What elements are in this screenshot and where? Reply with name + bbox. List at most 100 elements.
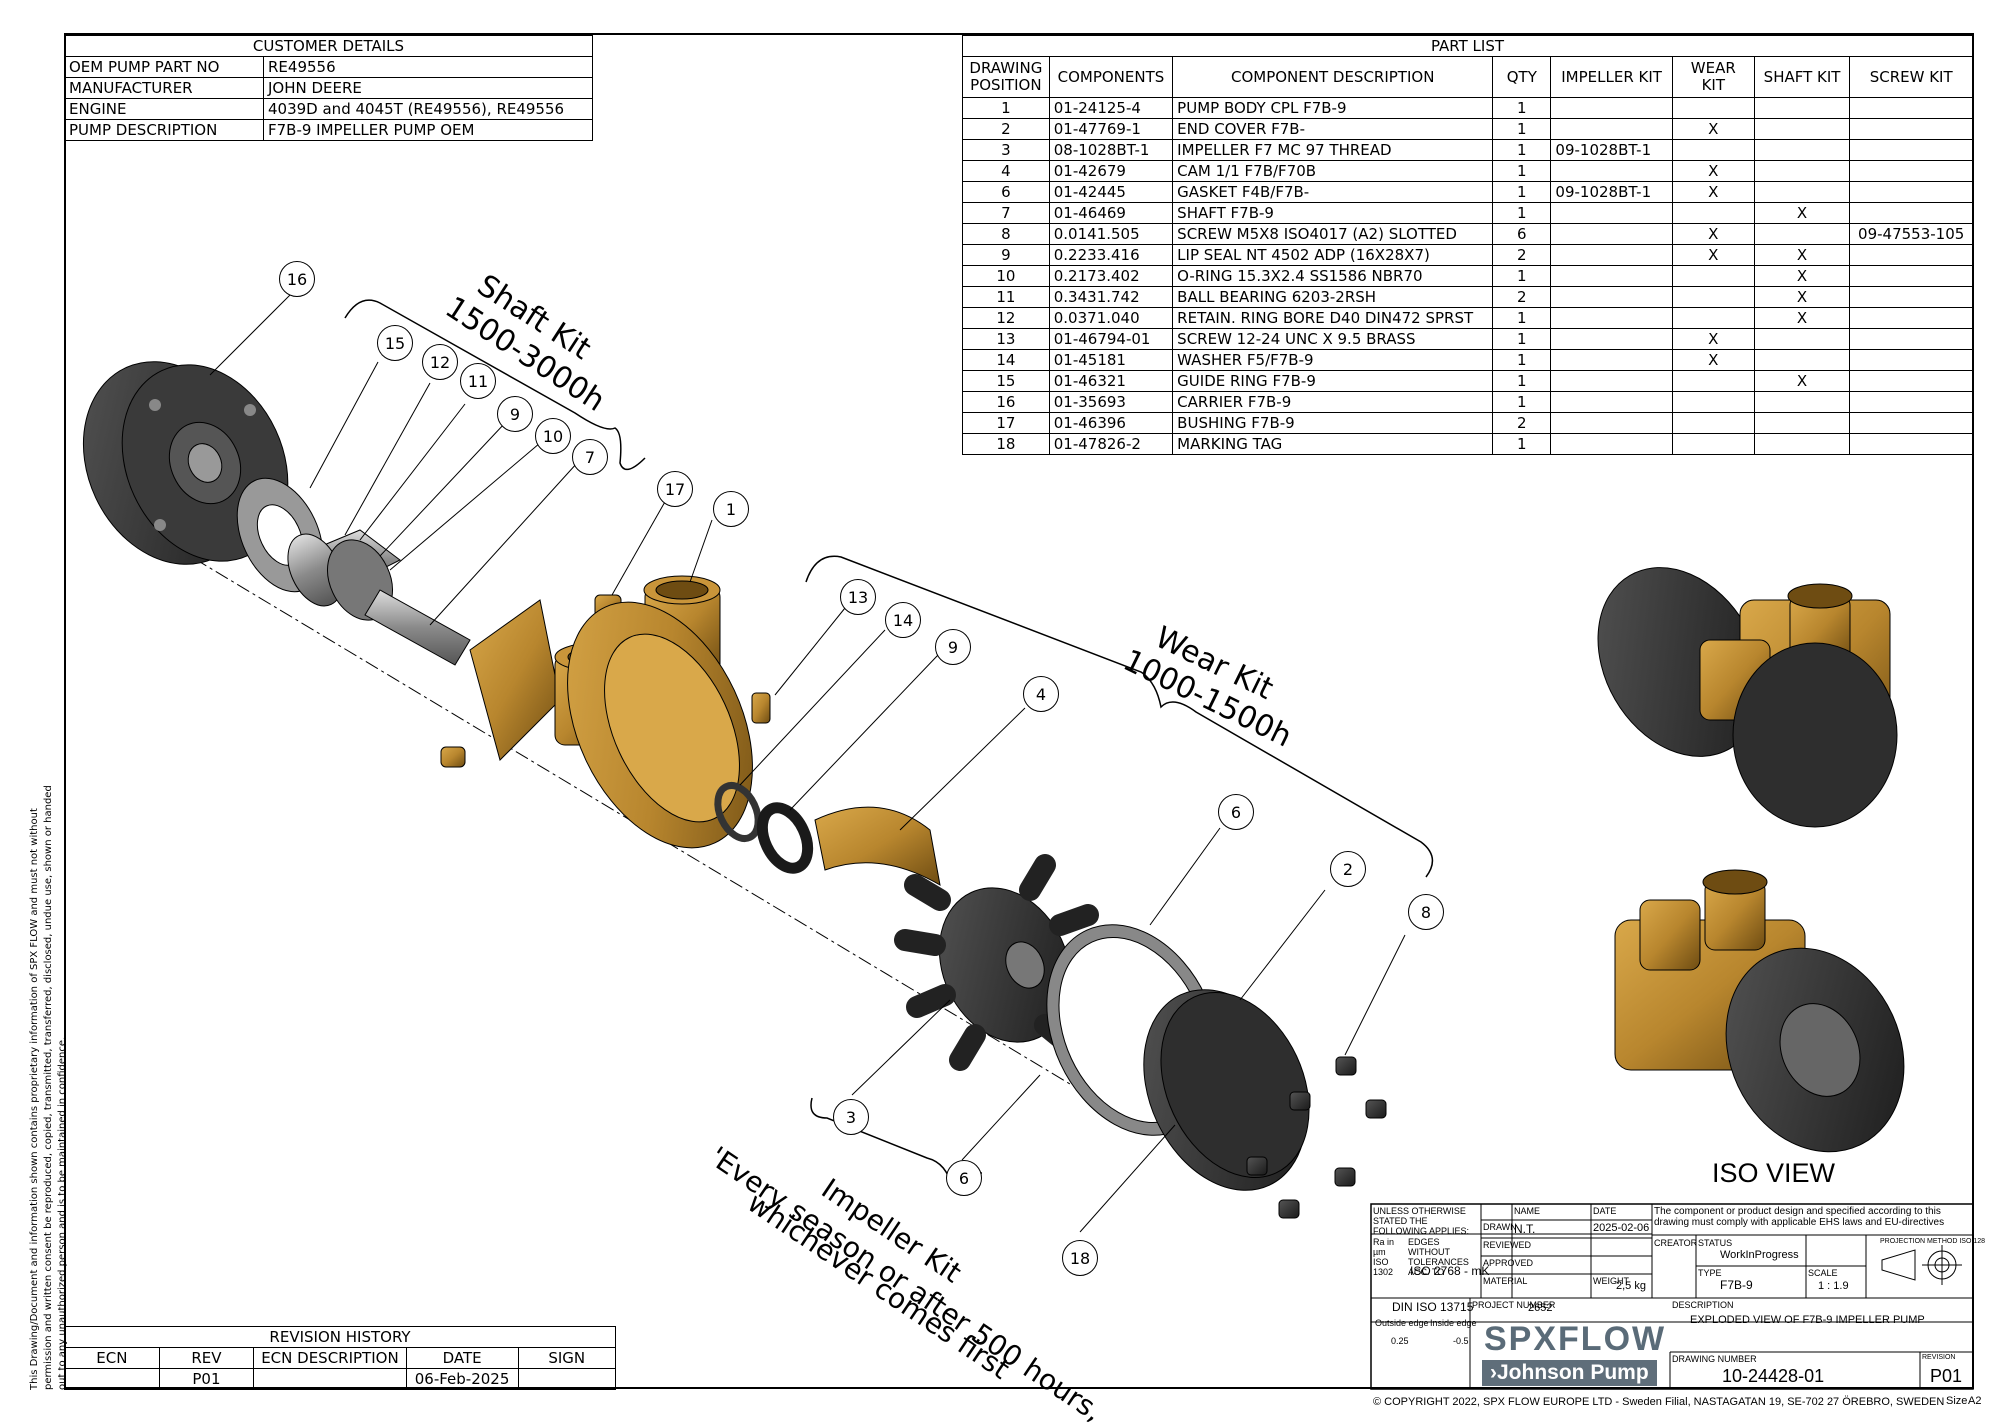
spxflow-logo: SPXFLOW: [1484, 1320, 1667, 1358]
callout-bubble: 10: [535, 418, 571, 454]
iso-view-1-part: [1597, 567, 1898, 828]
drawing-frame: [64, 33, 1974, 1389]
callout-bubble: 11: [460, 363, 496, 399]
part-list-cell: 0.3431.742: [1048, 286, 1174, 308]
callout-bubble: 4: [1023, 676, 1059, 712]
approved-label: APPROVED: [1483, 1258, 1534, 1268]
size-value: A2: [1968, 1395, 1982, 1407]
edges-tolerance-note: EDGES WITHOUT TOLERANCES ACC. TO: [1408, 1237, 1469, 1277]
size-label: Size: [1946, 1395, 1968, 1407]
part-list-cell: 09-1028BT-1: [1550, 181, 1673, 203]
part-list-title: PART LIST: [962, 35, 1973, 57]
iso-view-label: ISO VIEW: [1712, 1158, 1836, 1188]
project-number-label: PROJECT NUMBER: [1472, 1300, 1556, 1310]
part-list-header: SHAFT KIT: [1753, 56, 1851, 98]
johnson-pump-logo: ›Johnson Pump: [1482, 1360, 1657, 1386]
callout-bubble: 6: [946, 1160, 982, 1196]
weight-label: WEIGHT: [1593, 1276, 1629, 1286]
part-list-cell: 01-35693: [1048, 391, 1174, 413]
callout-bubble: 18: [1062, 1240, 1098, 1276]
callout-bubble: 1: [713, 491, 749, 527]
revision-cell: [253, 1368, 407, 1390]
cover-screws-part: [1246, 1056, 1387, 1219]
callout-bubble: 14: [885, 602, 921, 638]
revision-cell: P01: [158, 1368, 255, 1390]
drawn-date: 2025-02-06: [1593, 1222, 1650, 1234]
part-list-cell: 01-24125-4: [1048, 97, 1174, 119]
part-list-cell: 01-47826-2: [1048, 433, 1174, 455]
tolerance-note: UNLESS OTHERWISE STATED THE FOLLOWING AP…: [1373, 1206, 1470, 1236]
type-label: TYPE: [1698, 1268, 1722, 1278]
revision-value: P01: [1930, 1366, 1963, 1386]
part-list-cell: 13: [962, 328, 1050, 350]
status-value: WorkInProgress: [1720, 1249, 1799, 1261]
part-list-cell: 01-46321: [1048, 370, 1174, 392]
revision-title: REVISION HISTORY: [64, 1326, 616, 1348]
part-list-cell: 0.2173.402: [1048, 265, 1174, 287]
copyright-line: © COPYRIGHT 2022, SPX FLOW EUROPE LTD - …: [1373, 1396, 1945, 1408]
revision-header: ECN DESCRIPTION: [253, 1347, 407, 1369]
drawing-number: 10-24428-01: [1722, 1366, 1825, 1386]
din-standard: DIN ISO 13715: [1392, 1300, 1474, 1314]
part-list-cell: GUIDE RING F7B-9: [1172, 370, 1494, 392]
iso-standard: ISO 2768 - mK: [1410, 1264, 1490, 1278]
cam-part: [814, 806, 941, 886]
inside-edge-label: Inside edge: [1430, 1318, 1477, 1328]
project-number: 2652: [1528, 1302, 1553, 1314]
part-list-title-row: PART LIST: [962, 35, 1973, 57]
revision-header: REV: [158, 1347, 255, 1369]
part-list-cell: [1671, 433, 1755, 455]
customer-field-value: F7B-9 IMPELLER PUMP OEM: [263, 119, 593, 141]
compliance-note: The component or product design and spec…: [1654, 1206, 1945, 1228]
part-list-cell: 0.2233.416: [1048, 244, 1174, 266]
revision-header: ECN: [64, 1347, 160, 1369]
part-list-header: COMPONENT DESCRIPTION: [1172, 56, 1494, 98]
revision-label: REVISION: [1922, 1354, 1956, 1361]
revision-header: DATE: [405, 1347, 519, 1369]
part-list-cell: 18: [962, 433, 1050, 455]
customer-field-label: ENGINE: [64, 98, 264, 120]
brass-screw-part: [751, 692, 771, 724]
inside-edge-value: -0.5: [1453, 1336, 1469, 1346]
customer-field-label: OEM PUMP PART NO: [64, 56, 264, 78]
lip-seal-part: [756, 802, 814, 874]
washer-part: [714, 782, 762, 842]
outside-edge-label: Outside edge: [1375, 1318, 1429, 1328]
callout-bubble: 7: [572, 439, 608, 475]
part-list-cell: 1: [1492, 391, 1552, 413]
callout-bubble: 8: [1408, 894, 1444, 930]
pump-body-part: [469, 575, 753, 849]
status-label: STATUS: [1698, 1238, 1733, 1248]
part-list-cell: [1550, 433, 1673, 455]
callout-bubble: 15: [377, 325, 413, 361]
part-list-cell: BUSHING F7B-9: [1172, 412, 1494, 434]
name-label: NAME: [1514, 1206, 1541, 1216]
weight-value: 2,5 kg: [1616, 1280, 1646, 1292]
part-list-cell: WASHER F5/F7B-9: [1172, 349, 1494, 371]
part-list-header: DRAWING POSITION: [962, 56, 1050, 98]
part-list-cell: MARKING TAG: [1172, 433, 1494, 455]
part-list-cell: END COVER F7B-: [1172, 118, 1494, 140]
customer-field-label: PUMP DESCRIPTION: [64, 119, 264, 141]
part-list-cell: 1: [1492, 265, 1552, 287]
projection-symbol-icon: [1881, 1245, 1962, 1285]
scale-label: SCALE: [1808, 1268, 1838, 1278]
callout-bubble: 6: [1218, 794, 1254, 830]
part-list-cell: 09-47553-105: [1849, 223, 1973, 245]
callout-bubble: 9: [497, 396, 533, 432]
material-label: MATERIAL: [1483, 1276, 1528, 1286]
